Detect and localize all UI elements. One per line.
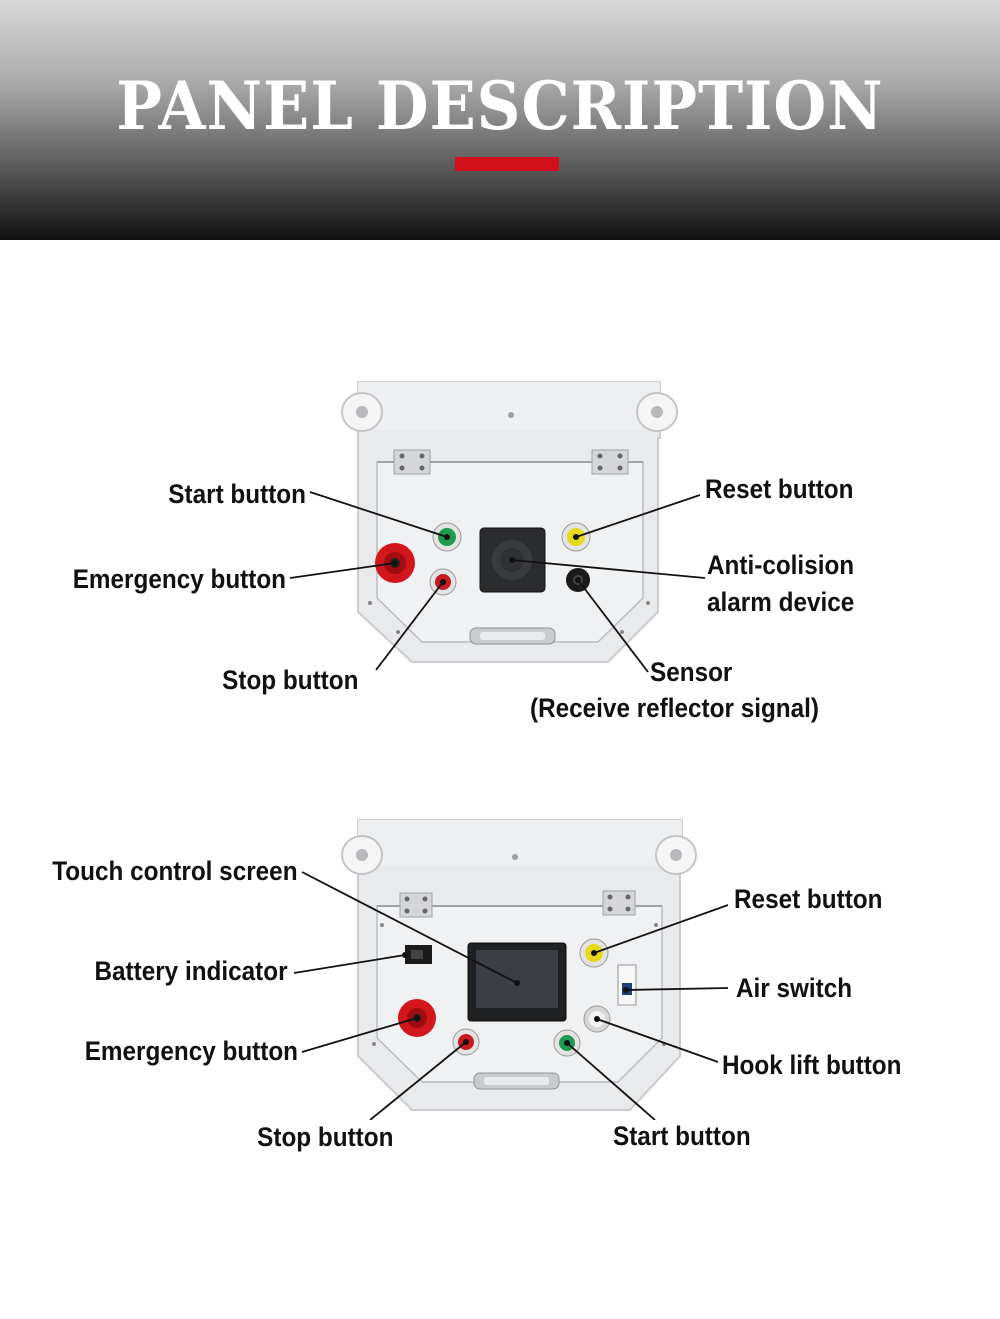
title-underline [455,157,559,171]
label-reset-button-top: Reset button [705,474,854,504]
roller-left [341,392,383,432]
label-sensor-line2: (Receive reflector signal) [530,693,820,723]
roller-left-bottom [341,835,383,875]
label-stop-button-top: Stop button [221,665,358,695]
hinge-right-bottom [602,890,636,916]
label-battery-indicator: Battery indicator [94,956,288,986]
label-alarm-device-line1: Anti-colision [707,550,855,580]
label-emergency-button-top: Emergency button [72,564,286,594]
header-banner: PANEL DESCRIPTION [0,0,1000,240]
page-title: PANEL DESCRIPTION [116,67,884,145]
label-touch-screen: Touch control screen [52,856,298,886]
label-alarm-device-line2: alarm device [707,587,855,617]
roller-right [636,392,678,432]
panel-top-illustration [289,381,706,673]
label-start-button-bottom: Start button [613,1121,751,1151]
hinge-left [393,449,431,475]
battery-indicator [405,945,432,964]
label-stop-button-bottom: Stop button [256,1122,393,1152]
label-hook-lift-button: Hook lift button [722,1050,902,1080]
handle-bottom [473,1072,560,1090]
hinge-right [591,449,629,475]
hinge-left-bottom [399,892,433,918]
label-reset-button-bottom: Reset button [734,884,883,914]
handle-top [469,627,556,645]
air-switch [617,964,637,1006]
label-sensor-line1: Sensor [650,657,733,687]
label-start-button-top: Start button [168,479,306,509]
label-air-switch: Air switch [736,973,853,1003]
roller-right-bottom [655,835,697,875]
panel-bottom-illustration [293,819,729,1120]
label-emergency-button-bottom: Emergency button [84,1036,298,1066]
